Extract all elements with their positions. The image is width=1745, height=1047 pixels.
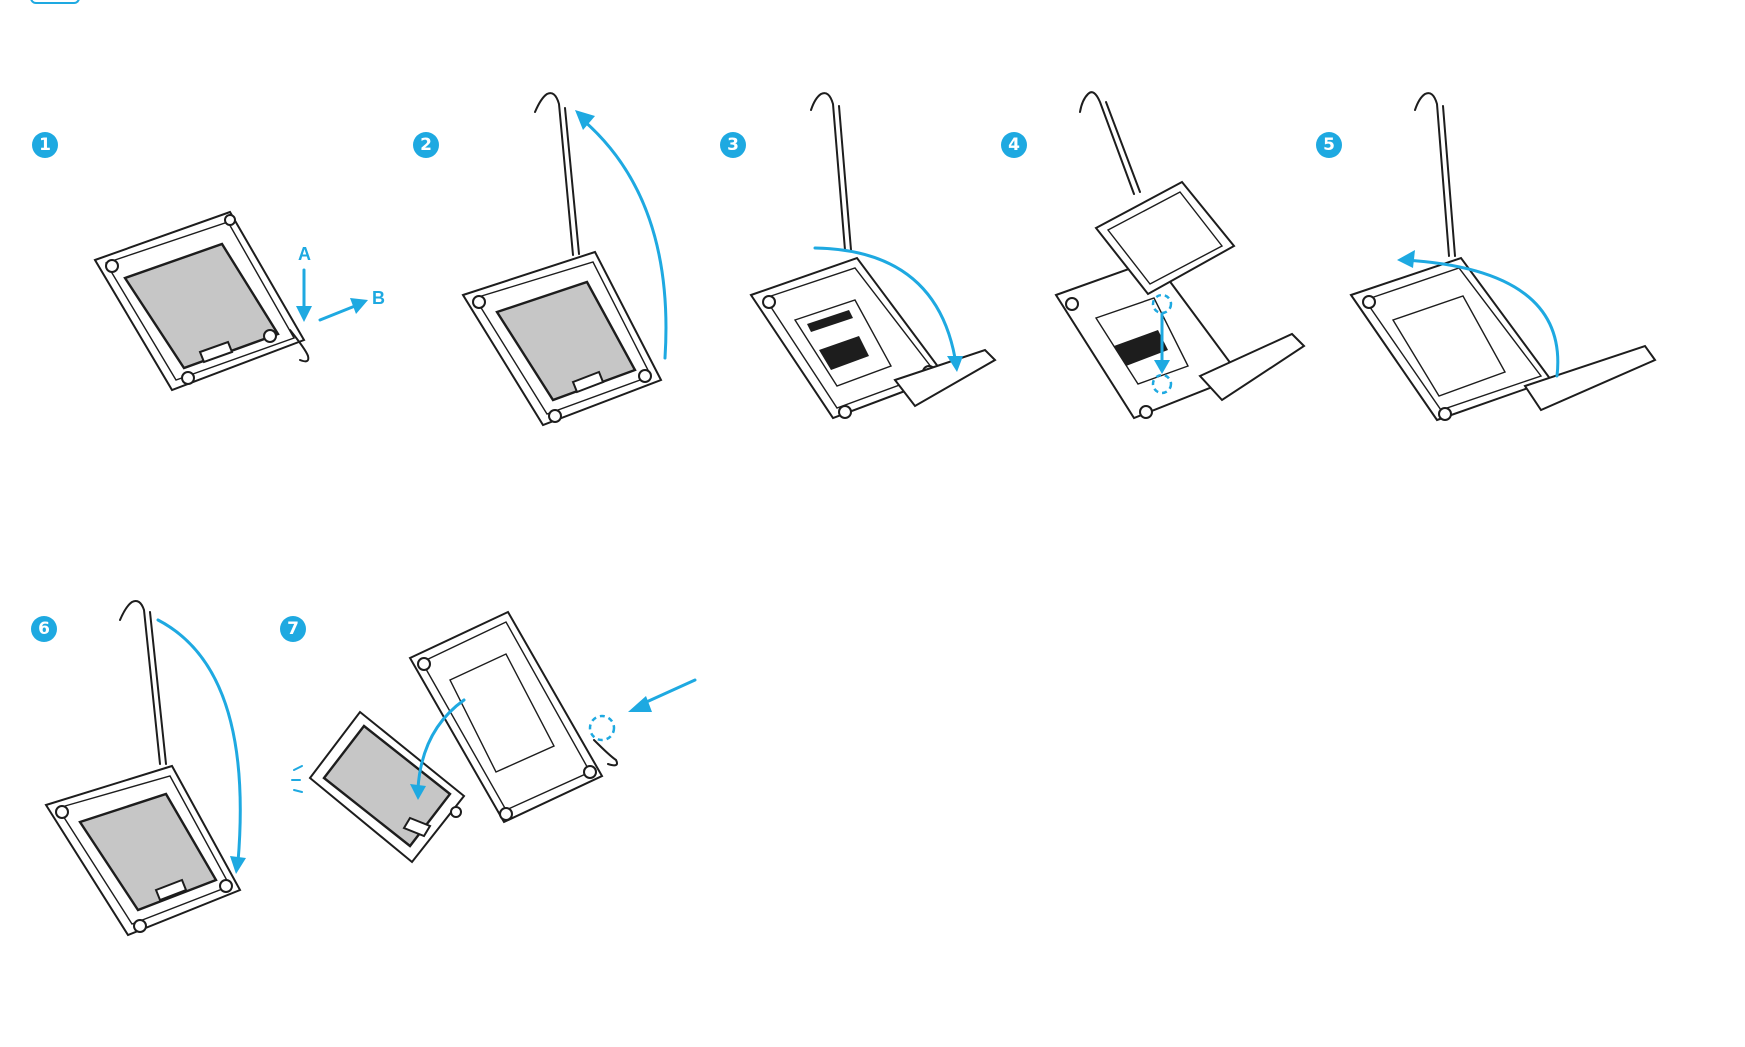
arrow-remove-cover [410,698,466,800]
step-1-badge: 1 [32,132,58,158]
socket-open [1054,258,1306,420]
step-6-illustration [44,600,246,937]
step-4-badge: 4 [1001,132,1027,158]
load-lever-raised [119,600,161,765]
arrow-lock-lever [628,678,697,712]
step-6-badge: 6 [31,616,57,642]
load-lever [810,92,846,251]
arrow-lift-lever [575,110,668,360]
arrow-a [296,268,312,322]
step-2-illustration [461,92,668,427]
step-3-badge: 3 [720,132,746,158]
motion-ticks [291,765,303,793]
step-7-illustration [291,610,697,864]
socket-with-plate [44,764,242,937]
label-a: A [298,244,311,264]
step-5-badge: 5 [1316,132,1342,158]
arrow-open-plate [813,246,963,372]
load-lever [1414,92,1450,257]
load-lever-raised [534,92,574,256]
align-notch-marker [1151,293,1173,395]
step-4-illustration [1054,91,1306,420]
cpu-processor [1094,180,1236,296]
label-b: B [372,288,385,308]
lever-lock-marker [588,714,616,742]
protective-cover [308,710,466,864]
corner-tab-fragment [30,0,80,4]
step-5-illustration [1349,92,1657,422]
step-3-illustration [749,92,997,420]
socket-with-plate [461,250,663,427]
step-2-badge: 2 [413,132,439,158]
arrow-close-plate [1397,250,1560,378]
socket-open [749,256,997,420]
socket-closed [93,210,310,392]
arrow-b [318,298,368,322]
socket-locked [408,610,618,824]
step-1-illustration: A B [93,210,385,392]
load-lever [1079,91,1135,195]
socket-with-cpu [1349,256,1657,422]
step-7-badge: 7 [280,616,306,642]
arrow-lower-lever [156,618,246,874]
